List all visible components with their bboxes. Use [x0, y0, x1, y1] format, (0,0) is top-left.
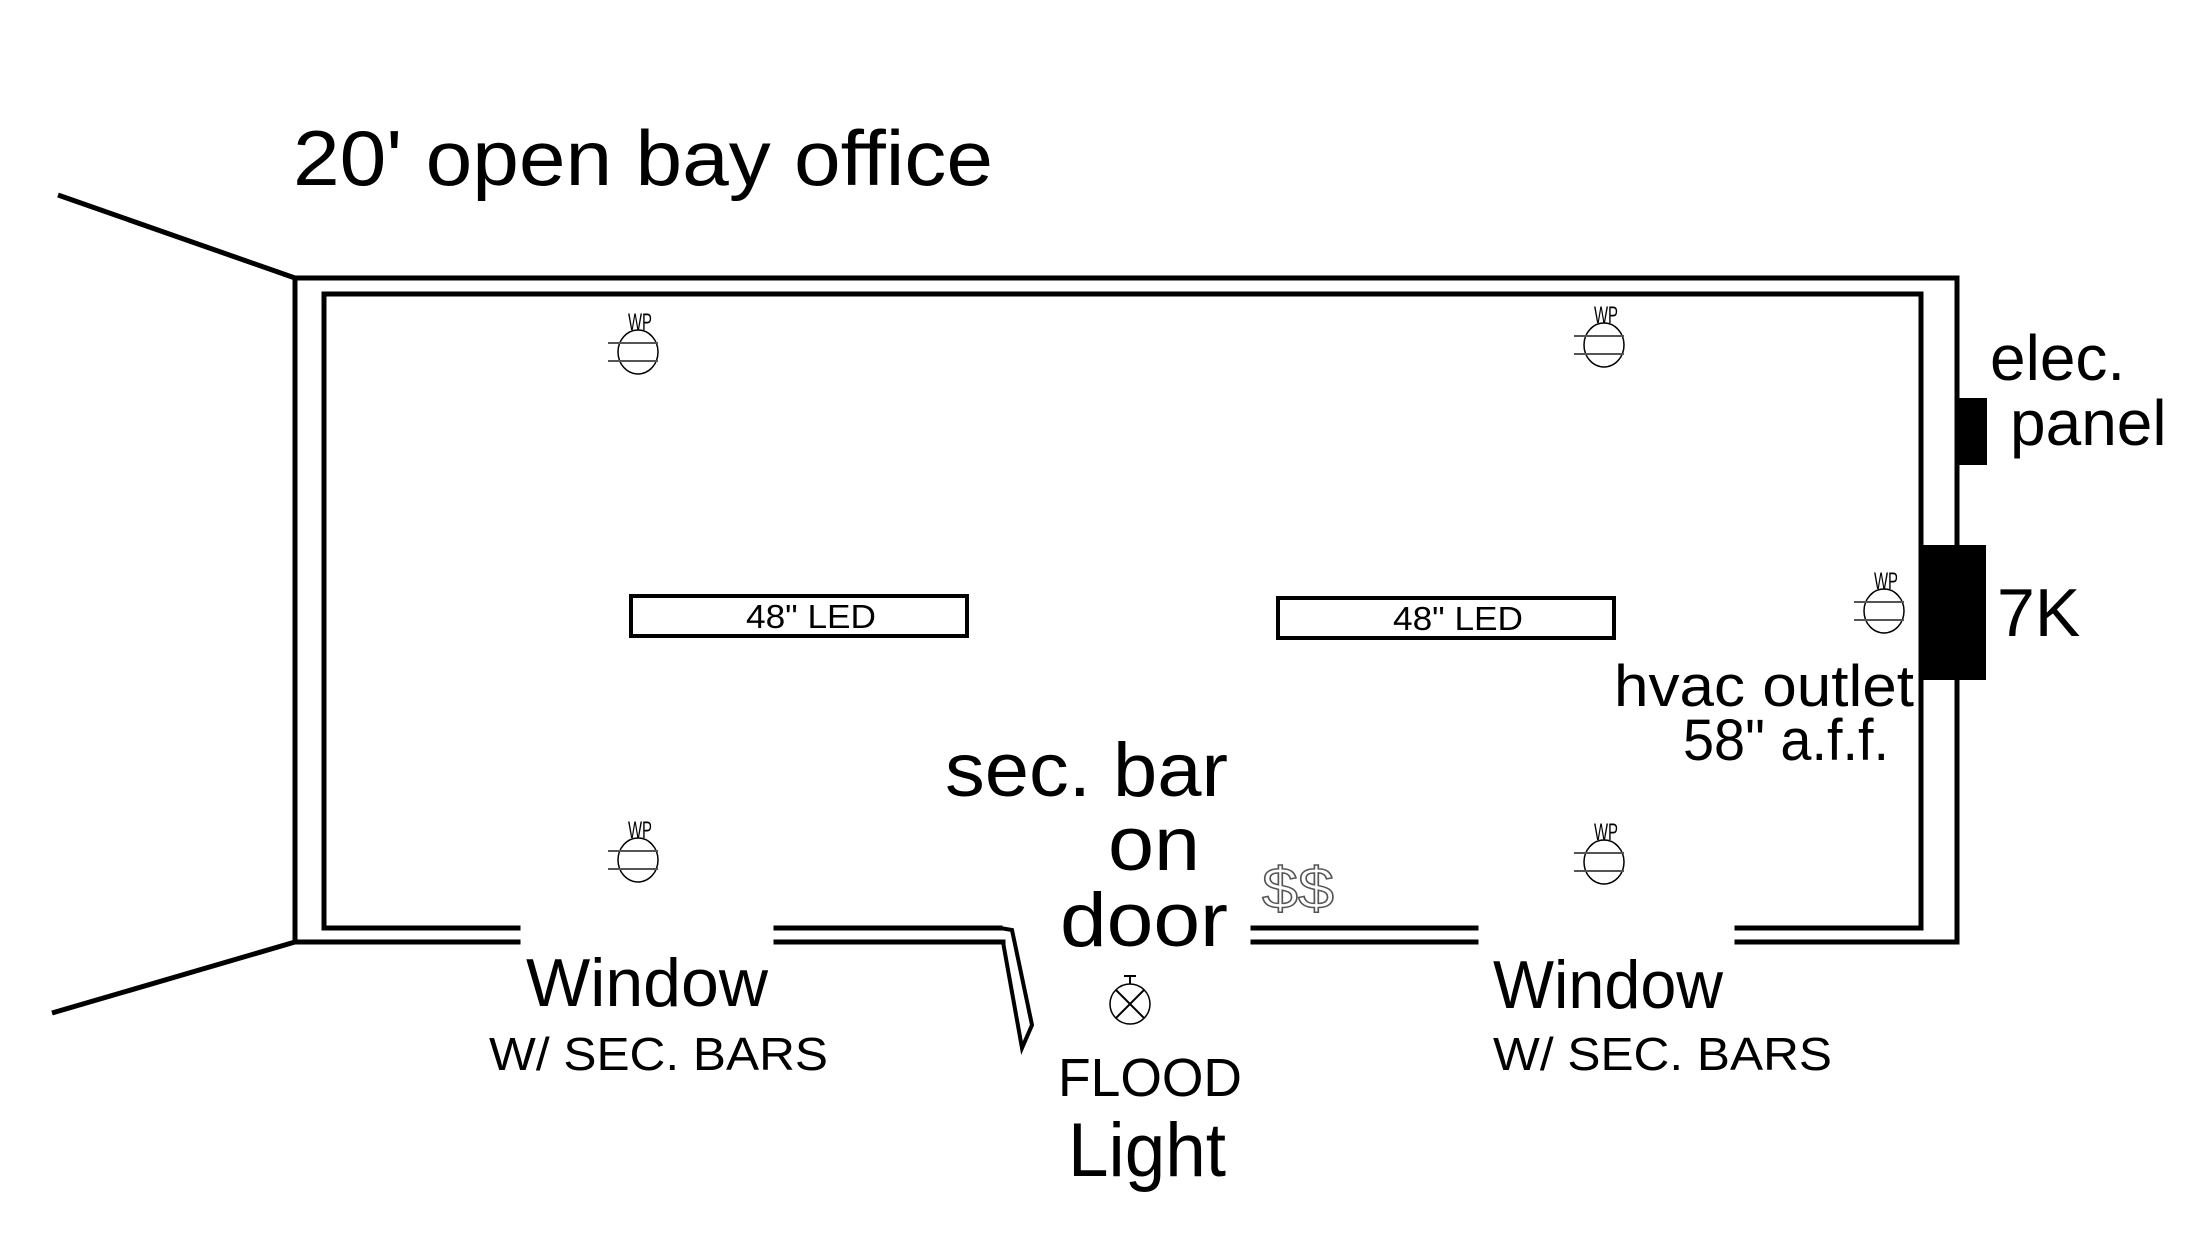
flood-light-label-line1: FLOOD [1058, 1048, 1242, 1108]
door-leaf [999, 926, 1035, 1055]
hvac-outlet-label-line1: hvac outlet [1614, 654, 1914, 719]
hvac-unit [1922, 545, 1986, 680]
wp-outlet: WP [1574, 302, 1625, 368]
led-fixture-label: 48" LED [1393, 600, 1523, 637]
outlet-icon [617, 329, 659, 375]
window-left-label-line1: Window [526, 945, 769, 1021]
flood-light-label-line2: Light [1068, 1108, 1226, 1193]
flood-light-icon [1109, 975, 1151, 1025]
window-left-label-line2: W/ SEC. BARS [489, 1028, 828, 1080]
plan-title: 20' open bay office [293, 114, 993, 202]
diagonal-wall-bottom [51, 939, 296, 1016]
wp-outlet-label: WP [628, 817, 652, 844]
outlet-icon [1583, 839, 1625, 885]
inner-wall [321, 291, 1924, 931]
wp-outlet-label: WP [1594, 819, 1618, 846]
wp-outlet-label: WP [1594, 302, 1618, 329]
switch-symbols: $$ [1262, 856, 1334, 921]
electrical-panel [1957, 398, 1987, 465]
led-fixture: 48" LED [629, 594, 969, 638]
wp-outlet: WP [608, 817, 659, 883]
hvac-unit-label: 7K [1997, 575, 2080, 651]
hvac-outlet-label-line2: 58" a.f.f. [1683, 708, 1889, 773]
led-fixture: 48" LED [1276, 596, 1616, 640]
wp-outlet: WP [1574, 819, 1625, 885]
wp-outlet-hvac: WP [1854, 568, 1905, 634]
outlet-icon [1583, 322, 1625, 368]
window-right-label-line2: W/ SEC. BARS [1493, 1028, 1832, 1080]
wp-outlet: WP [608, 309, 659, 375]
wp-outlet-label: WP [1874, 568, 1898, 595]
wp-outlet-label: WP [628, 309, 652, 336]
elec-panel-label-line2: panel [2010, 387, 2167, 459]
window-right-label-line1: Window [1493, 947, 1724, 1023]
door-label-line3: door [1060, 878, 1228, 963]
elec-panel-label-line1: elec. [1990, 322, 2125, 394]
door-label-line1: sec. bar [945, 728, 1228, 813]
led-fixture-label: 48" LED [746, 598, 876, 635]
door-label-line2: on [1108, 802, 1200, 887]
diagonal-wall-top [57, 192, 296, 281]
outlet-icon [1863, 588, 1905, 634]
outlet-icon [617, 837, 659, 883]
